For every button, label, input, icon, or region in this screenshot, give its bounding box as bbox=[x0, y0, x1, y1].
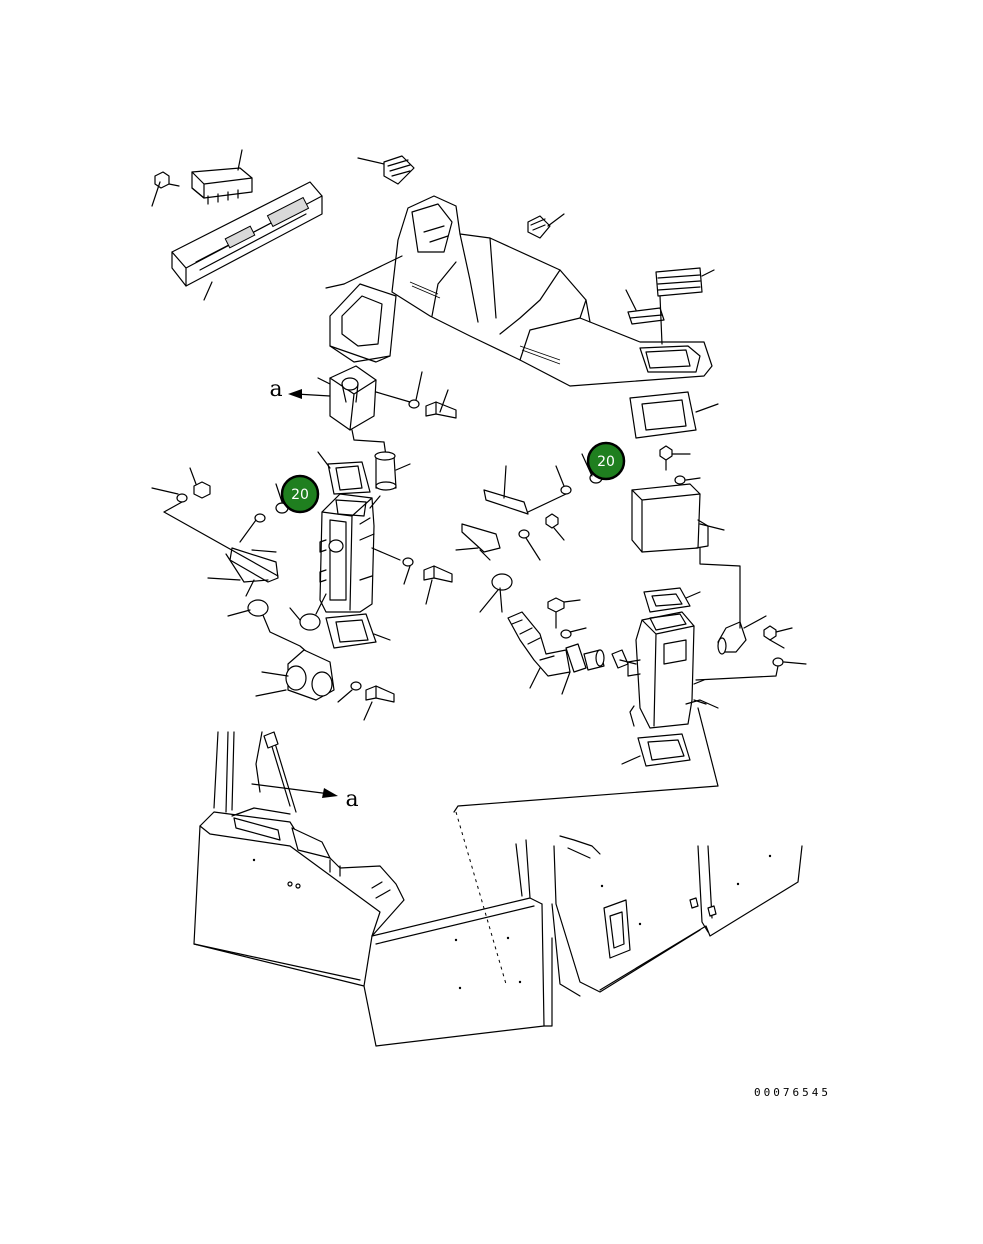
duct-cover-group bbox=[325, 155, 719, 439]
drawing-number: 00076545 bbox=[754, 1086, 831, 1099]
callout-right-label: 20 bbox=[597, 454, 615, 470]
callout-right[interactable]: 20 bbox=[586, 441, 626, 481]
callout-left-label: 20 bbox=[291, 487, 309, 503]
right-duct-assembly bbox=[453, 445, 807, 813]
view-ref-bottom: a bbox=[345, 787, 358, 812]
view-ref-top: a bbox=[269, 377, 282, 402]
callout-left[interactable]: 20 bbox=[280, 474, 320, 514]
control-unit-group bbox=[151, 149, 323, 301]
cab-structure bbox=[193, 731, 803, 1047]
left-duct-assembly bbox=[151, 365, 457, 721]
